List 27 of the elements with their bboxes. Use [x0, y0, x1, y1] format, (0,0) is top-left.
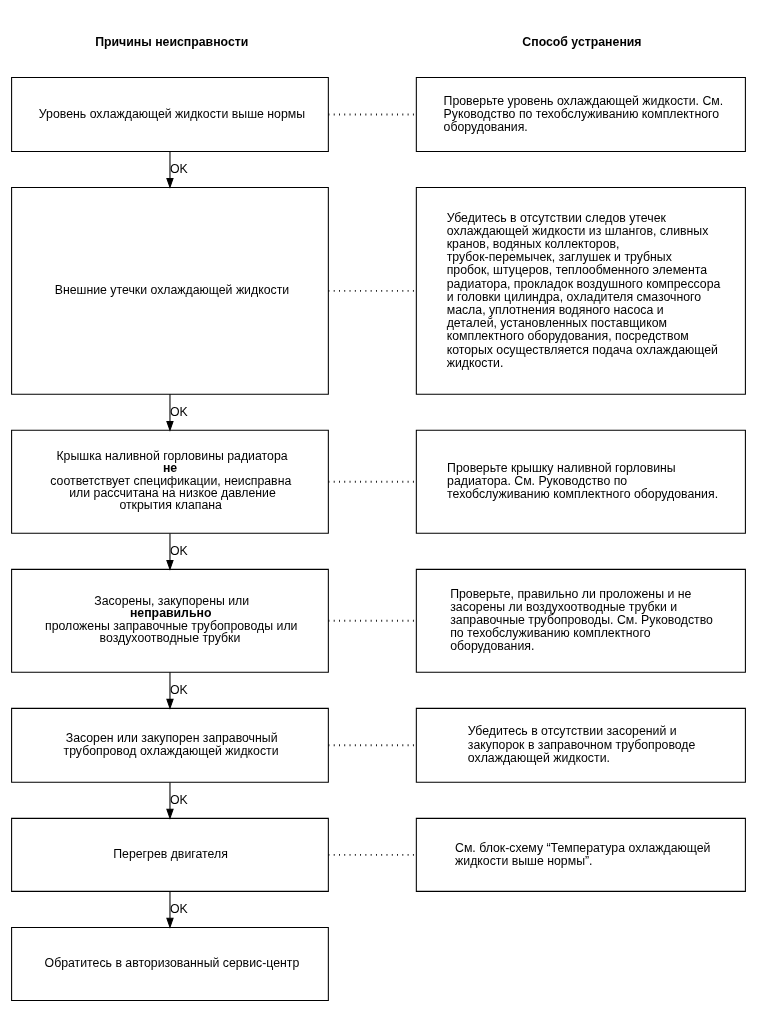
label: Способ устранения [522, 35, 642, 50]
node-box: Убедитесь в отсутствии засорений и закупорок в заправочном трубопроводе охлаждающей жидкости. [415, 707, 746, 783]
arrow [166, 151, 174, 189]
edge-label: OK [169, 161, 188, 176]
node-box: Проверьте, правильно ли проложены и не засорены ли воздухоотводные трубки и заправочные трубопроводы. См. Руководство по техобслуживанию комплектного оборудования. [415, 568, 746, 673]
arrow [166, 532, 174, 571]
node-box: Уровень охлаждающей жидкости выше нормы [11, 77, 329, 152]
arrow [166, 781, 174, 820]
label: Причины неисправности [95, 35, 249, 50]
edge-label: OK [169, 792, 188, 807]
arrow [166, 671, 174, 710]
node-box: Проверьте уровень охлаждающей жидкости. См. Руководство по техобслуживанию комплектного оборудования. [415, 77, 746, 152]
edge-label: OK [169, 404, 188, 419]
node-box: Обратитесь в авторизованный сервис-центр [11, 926, 329, 1001]
edge-label: OK [169, 901, 188, 916]
node-box: Перегрев двигателя [11, 817, 329, 892]
node-box: Крышка наливной горловины радиатора не соответствует спецификации, неисправна или рассчитана на низкое давление открытия клапана [11, 429, 329, 534]
edge-label: OK [169, 543, 188, 558]
node-box: Убедитесь в отсутствии следов утечек охлаждающей жидкости из шлангов, сливных кранов, водяных коллекторов, трубок-перемычек, заглушек и трубных пробок, штуцеров, теплообменного элемента радиатора, прокладок воздушного компрессора и головки цилиндра, охладителя смазочного масла, уплотнения водяного насоса и деталей, установленных поставщиком комплектного оборудования, посредством которых осуществляется подача охлаждающей жидкости. [415, 186, 746, 395]
node-box: Проверьте крышку наливной горловины радиатора. См. Руководство по техобслуживанию комплектного оборудования. [415, 429, 746, 534]
node-box: Засорены, закупорены или неправильно проложены заправочные трубопроводы или воздухоотводные трубки [11, 568, 329, 673]
node-box: Внешние утечки охлаждающей жидкости [11, 186, 329, 395]
node-box: Засорен или закупорен заправочный трубопровод охлаждающей жидкости [11, 707, 329, 783]
edge-label: OK [169, 682, 188, 697]
arrow [166, 890, 174, 929]
arrow [166, 393, 174, 432]
node-box: См. блок-схему “Температура охлаждающей жидкости выше нормы”. [415, 817, 746, 892]
